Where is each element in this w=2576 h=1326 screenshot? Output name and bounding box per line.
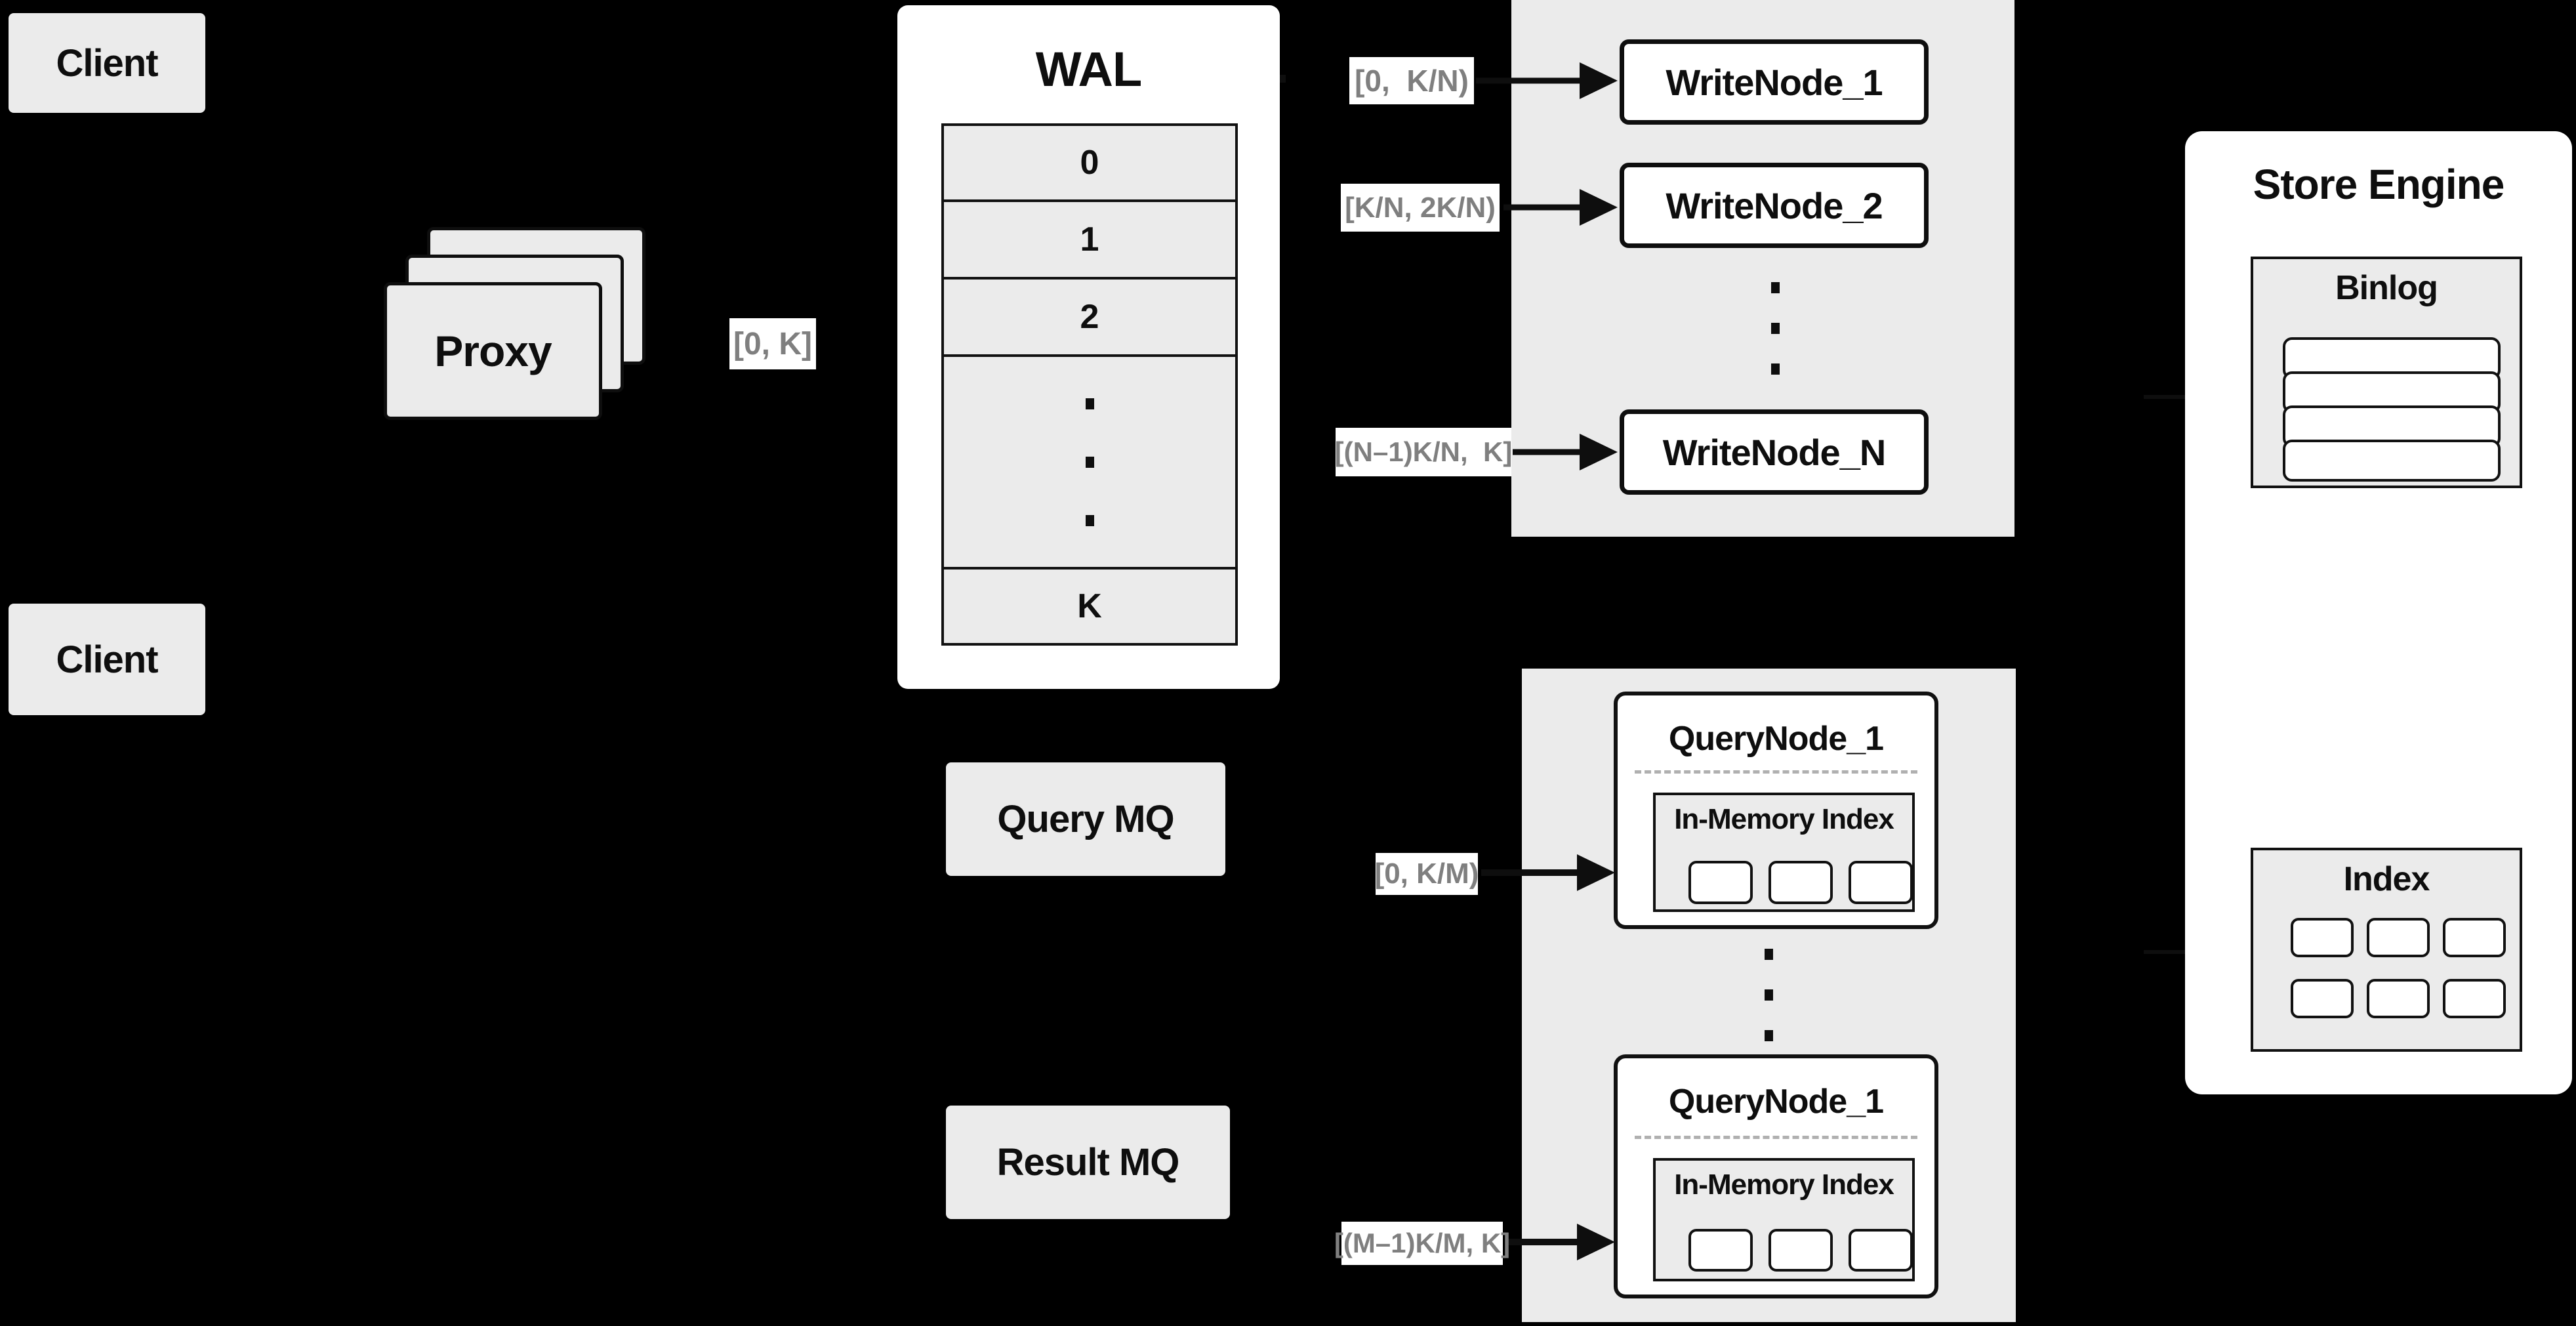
query-mq-node: Query MQ <box>946 762 1225 876</box>
range-label-query-m: [(M–1)K/M, K] <box>1334 1222 1510 1265</box>
write-node-2: WriteNode_2 <box>1620 163 1929 248</box>
range-label-proxy-out: [0, K] <box>729 318 816 369</box>
index-box: Index <box>2251 848 2522 1052</box>
index-chip <box>2443 979 2506 1018</box>
query-node-bottom: QueryNode_1 In-Memory Index <box>1614 1054 1938 1298</box>
write-node-2-label: WriteNode_2 <box>1666 184 1883 226</box>
client-node-top: Client <box>9 13 205 113</box>
ellipsis-dot <box>1765 949 1773 960</box>
in-memory-index-title-bottom: In-Memory Index <box>1674 1169 1894 1201</box>
index-chip <box>2291 918 2354 957</box>
client-top-label: Client <box>56 41 158 85</box>
index-chip <box>2443 918 2506 957</box>
range-label-query-1: [0, K/M) <box>1375 853 1479 895</box>
result-mq-node: Result MQ <box>946 1106 1230 1219</box>
index-chip <box>1849 861 1913 904</box>
index-chip <box>2291 979 2354 1018</box>
ellipsis-dot <box>1765 1030 1773 1041</box>
index-chip <box>2367 979 2430 1018</box>
wal-container: WAL 0 1 2 K <box>897 5 1280 689</box>
wal-segment-table: 0 1 2 K <box>941 123 1238 646</box>
query-mq-label: Query MQ <box>997 798 1174 840</box>
index-chip <box>1849 1229 1913 1272</box>
ellipsis-dot <box>1085 514 1094 526</box>
wal-title: WAL <box>1035 42 1142 96</box>
client-bottom-label: Client <box>56 638 158 681</box>
wal-row-ellipsis <box>944 354 1235 567</box>
index-chip <box>1688 861 1753 904</box>
query-node-top-title: QueryNode_1 <box>1668 720 1884 758</box>
in-memory-index-title-top: In-Memory Index <box>1674 803 1894 835</box>
query-node-ellipsis <box>1765 949 1773 1041</box>
in-memory-index-box-bottom: In-Memory Index <box>1653 1158 1915 1281</box>
store-engine-title: Store Engine <box>2253 161 2505 208</box>
store-engine-container: Store Engine Binlog Index <box>2185 131 2572 1094</box>
query-node-top: QueryNode_1 In-Memory Index <box>1614 692 1938 929</box>
proxy-node: Proxy <box>384 282 602 420</box>
wal-row-2: 2 <box>944 277 1235 354</box>
ellipsis-dot <box>1771 323 1780 334</box>
index-chip <box>1768 1229 1833 1272</box>
ellipsis-dot <box>1771 363 1780 375</box>
binlog-title: Binlog <box>2335 269 2438 307</box>
client-node-bottom: Client <box>9 604 205 715</box>
range-label-write-n: [(N–1)K/N, K] <box>1335 428 1512 476</box>
proxy-label: Proxy <box>434 327 552 375</box>
in-memory-index-box-top: In-Memory Index <box>1653 793 1915 912</box>
index-title: Index <box>2343 860 2430 898</box>
write-node-1-label: WriteNode_1 <box>1666 61 1883 103</box>
wal-row-k: K <box>944 567 1235 643</box>
ellipsis-dot <box>1771 282 1780 293</box>
ellipsis-dot <box>1085 456 1094 468</box>
ellipsis-dot <box>1765 989 1773 1001</box>
binlog-box: Binlog <box>2251 257 2522 488</box>
dashed-divider <box>1635 1136 1917 1139</box>
write-node-n: WriteNode_N <box>1620 409 1929 495</box>
ellipsis-dot <box>1085 398 1094 409</box>
result-mq-label: Result MQ <box>996 1141 1180 1184</box>
range-label-write-2: [K/N, 2K/N) <box>1341 184 1500 232</box>
binlog-row <box>2283 440 2501 482</box>
index-chip <box>1688 1229 1753 1272</box>
dashed-divider <box>1635 770 1917 774</box>
write-node-1: WriteNode_1 <box>1620 39 1929 125</box>
index-chip <box>1768 861 1833 904</box>
wal-row-1: 1 <box>944 199 1235 277</box>
index-chip <box>2367 918 2430 957</box>
write-node-n-label: WriteNode_N <box>1662 431 1887 473</box>
write-node-ellipsis <box>1771 282 1780 375</box>
query-node-bottom-title: QueryNode_1 <box>1668 1083 1884 1121</box>
wal-row-0: 0 <box>944 126 1235 199</box>
range-label-write-1: [0, K/N) <box>1349 57 1474 104</box>
